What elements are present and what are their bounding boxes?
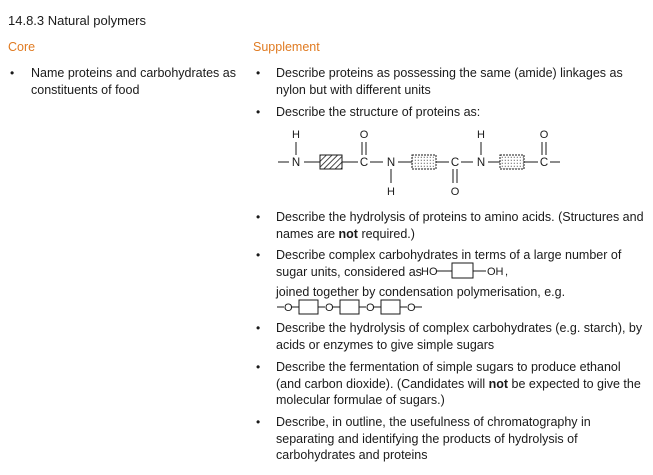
- bullet-icon: •: [256, 321, 261, 335]
- section-title: 14.8.3 Natural polymers: [8, 13, 147, 28]
- atom-o: O: [360, 129, 369, 141]
- atom-o: O: [451, 186, 460, 198]
- chain-oxygen: O: [325, 302, 334, 314]
- supplement-item-chromatography: Describe, in outline, the usefulness of …: [276, 415, 591, 462]
- bullet-icon: •: [10, 66, 15, 80]
- sugar-unit-box: [298, 299, 319, 315]
- bullet-icon: •: [256, 360, 261, 374]
- chain-oxygen: O: [284, 302, 293, 314]
- hydrolysis-bold: not: [338, 226, 358, 241]
- core-item-text: Name proteins and carbohydrates as const…: [31, 66, 236, 97]
- carbs-joined-text: joined together by condensation polymeri…: [276, 285, 566, 299]
- sugar-ho: HO: [421, 266, 438, 278]
- sugar-comma: ,: [505, 266, 508, 278]
- supplement-item-fermentation: Describe the fermentation of simple suga…: [276, 359, 646, 409]
- supplement-header: Supplement: [253, 40, 320, 54]
- sugar-unit-box: [339, 299, 360, 315]
- hydrolysis-text-post: required.): [357, 226, 415, 241]
- bullet-icon: •: [256, 210, 261, 224]
- ferment-text-post: be expected to give the molecular formul…: [276, 376, 641, 408]
- atom-c: C: [540, 157, 548, 169]
- bullet-icon: •: [256, 105, 261, 119]
- ferment-bold: not: [488, 376, 509, 391]
- atom-c: C: [451, 157, 459, 169]
- bullet-icon: •: [256, 415, 261, 429]
- ferment-text-pre: Describe the fermentation of simple suga…: [276, 360, 621, 391]
- atom-n: N: [387, 157, 395, 169]
- bullet-icon: •: [256, 248, 261, 262]
- atom-h: H: [292, 129, 300, 141]
- supplement-item-hydrolysis: Describe the hydrolysis of proteins to a…: [276, 209, 646, 242]
- supplement-item-carbohydrates: Describe complex carbohydrates in terms …: [276, 247, 641, 280]
- sugar-oh: OH: [487, 266, 504, 278]
- atom-o: O: [540, 129, 549, 141]
- core-header: Core: [8, 40, 36, 54]
- atom-c: C: [360, 157, 368, 169]
- sugar-unit-box: [380, 299, 401, 315]
- atom-h: H: [387, 186, 395, 198]
- atom-n: N: [292, 157, 300, 169]
- chain-oxygen: O: [366, 302, 375, 314]
- bullet-icon: •: [256, 66, 261, 80]
- atom-n: N: [477, 157, 485, 169]
- carbs-text: Describe complex carbohydrates in terms …: [276, 248, 622, 279]
- chain-oxygen: O: [407, 302, 416, 314]
- atom-h: H: [477, 129, 485, 141]
- supplement-item-structure: Describe the structure of proteins as:: [276, 105, 481, 119]
- supplement-item-carb-hydrolysis: Describe the hydrolysis of complex carbo…: [276, 321, 643, 352]
- hydrolysis-text-pre: Describe the hydrolysis of proteins to a…: [276, 210, 644, 241]
- supplement-item-amide: Describe proteins as possessing the same…: [276, 66, 623, 97]
